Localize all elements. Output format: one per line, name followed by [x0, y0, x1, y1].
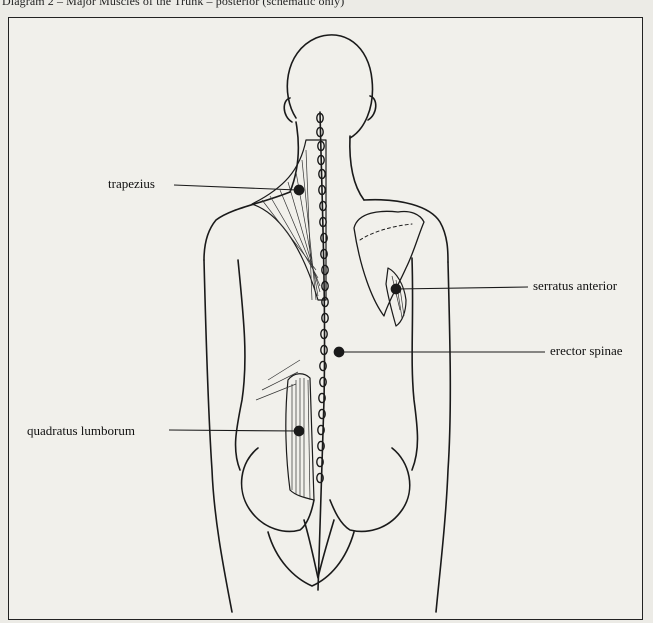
torso-left	[236, 260, 245, 470]
serratus-muscle	[386, 268, 406, 326]
dot-trapezius	[294, 185, 304, 195]
neck-left	[290, 122, 298, 192]
label-trapezius: trapezius	[108, 177, 155, 191]
scapula-spine	[360, 224, 412, 240]
leader-serratus	[396, 287, 528, 289]
leader-quadratus	[169, 430, 299, 431]
pelvis-base	[268, 532, 354, 586]
right-arm	[436, 262, 450, 612]
trapezius-muscle	[252, 140, 326, 300]
left-ear	[284, 98, 292, 122]
right-shoulder	[364, 200, 448, 262]
label-quadratus-lumborum: quadratus lumborum	[27, 424, 135, 438]
dot-quadratus	[294, 426, 304, 436]
dot-serratus	[391, 284, 401, 294]
pelvis-right	[330, 448, 410, 531]
pelvis-left	[242, 448, 314, 531]
left-shoulder	[204, 192, 290, 260]
dot-erector	[334, 347, 344, 357]
label-serratus-anterior: serratus anterior	[533, 279, 617, 293]
head-outline	[287, 35, 372, 138]
neck-right	[350, 136, 364, 200]
torso-right	[412, 258, 418, 470]
left-arm	[204, 260, 232, 612]
label-erector-spinae: erector spinae	[550, 344, 623, 358]
